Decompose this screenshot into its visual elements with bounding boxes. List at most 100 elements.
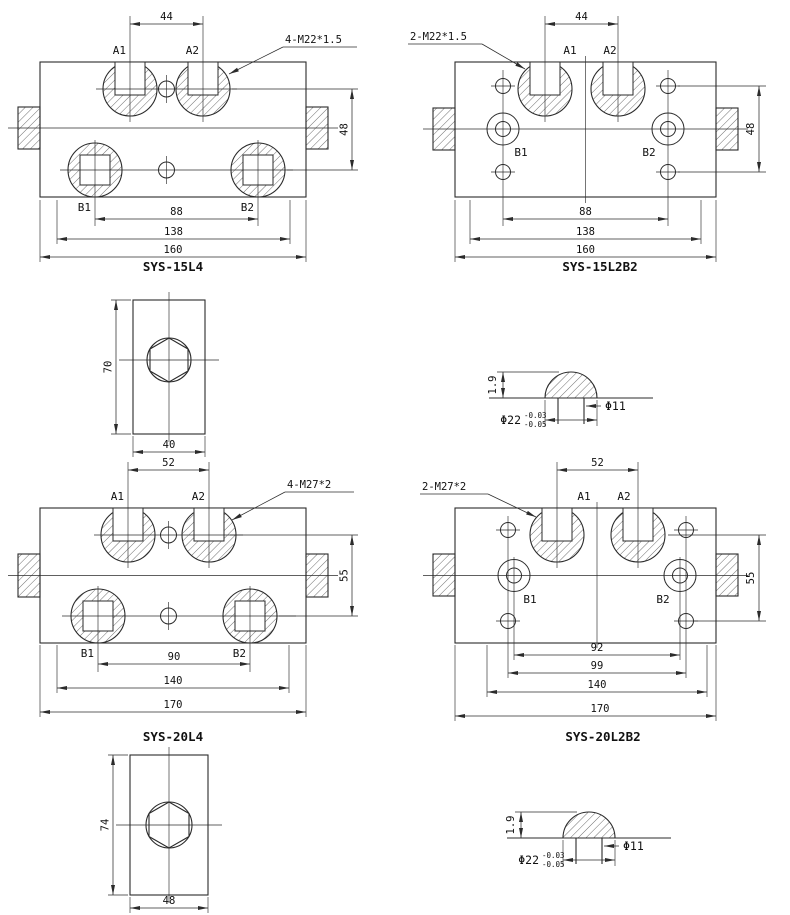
port-a1-label: A1	[111, 490, 124, 503]
dim-row-spacing: 48	[232, 88, 358, 171]
dim-value: 90	[168, 651, 181, 663]
plug-detail-15: Φ22 -0.03 -0.05 Φ11 1.9	[487, 371, 653, 429]
tolerance-upper: -0.03	[524, 411, 547, 420]
dim-value: 138	[576, 226, 595, 238]
port-a2-label: A2	[603, 44, 616, 57]
dim-mount: 138	[56, 200, 291, 244]
dim-value: 99	[591, 660, 604, 672]
dim-value: 138	[164, 226, 183, 238]
thread-callout: 2-M22*1.5	[408, 31, 526, 70]
dim-width: 48	[129, 895, 209, 913]
dim-b-spacing: 88	[503, 206, 668, 221]
dia-outer-label: Φ22	[500, 413, 521, 427]
dim-row-spacing: 55	[230, 534, 358, 617]
dim-value: 74	[100, 819, 112, 832]
dim-mount: 140	[486, 645, 708, 697]
thread-spec-label: 4-M27*2	[287, 479, 331, 491]
centerlines	[423, 462, 748, 678]
dim-value: 48	[163, 895, 176, 907]
dim-value: 1.9	[487, 376, 499, 395]
dim-value: 55	[745, 572, 757, 585]
thread-spec-label: 2-M27*2	[422, 481, 466, 493]
dim-protrusion: 1.9	[487, 371, 559, 398]
leader-line	[231, 491, 286, 521]
thread-callout: 4-M22*1.5	[228, 34, 357, 75]
dim-dia-inner: Φ11	[604, 839, 644, 853]
hex-socket	[149, 337, 189, 383]
drawing-sys-20l4: 52 4-M27*2 55 A1 A2 B1 B2 90 140	[8, 457, 358, 744]
port-b2-label: B2	[241, 201, 254, 214]
thread-spec-label: 4-M22*1.5	[285, 34, 342, 46]
drawing-title: SYS-15L4	[143, 259, 203, 274]
port-b2-label: B2	[233, 647, 246, 660]
drawing-title: SYS-15L2B2	[562, 259, 637, 274]
side-plug-left	[432, 553, 456, 597]
dim-b2-spacing: 99	[508, 660, 686, 675]
dim-dia-outer: Φ22 -0.03 -0.05	[500, 400, 598, 429]
drawing-sys-15l4: 44 4-M22*1.5 48 A1 A2 B1 B2 88 138	[8, 11, 358, 274]
dim-port-spacing: 44	[545, 11, 618, 26]
side-plug-right	[715, 553, 739, 597]
leader-line	[481, 43, 526, 70]
dim-dia-outer: Φ22 -0.03 -0.05	[518, 840, 616, 869]
dim-value: 48	[339, 123, 351, 136]
dim-value: 88	[579, 206, 592, 218]
dim-width: 160	[454, 200, 717, 262]
thread-spec-label: 2-M22*1.5	[410, 31, 467, 43]
dim-value: 48	[745, 123, 757, 136]
drawing-sys-20l2b2: 52 2-M27*2 55 A1 A2 B1 B2 92 99	[420, 457, 766, 744]
centerlines	[423, 16, 748, 226]
dim-value: 52	[591, 457, 604, 469]
leader-line	[228, 46, 284, 75]
dim-mount: 138	[469, 200, 702, 244]
dim-value: 170	[591, 703, 610, 715]
port-a1-label: A1	[563, 44, 576, 57]
centerlines	[8, 16, 338, 226]
drawing-title: SYS-20L4	[143, 729, 203, 744]
dim-value: 40	[163, 439, 176, 451]
dim-width: 40	[132, 436, 206, 457]
dim-b-spacing: 92	[514, 642, 680, 657]
dim-width: 170	[454, 645, 717, 721]
dim-value: 92	[591, 642, 604, 654]
dim-value: 160	[164, 244, 183, 256]
tolerance-lower: -0.05	[524, 420, 547, 429]
dim-port-spacing: 52	[557, 457, 638, 472]
dim-value: 44	[575, 11, 588, 23]
hex-socket	[148, 801, 190, 849]
dim-mount: 140	[56, 645, 290, 693]
plug-dome	[562, 811, 616, 839]
dim-height: 74	[100, 754, 128, 896]
port-a1-label: A1	[113, 44, 126, 57]
drawing-title: SYS-20L2B2	[565, 729, 640, 744]
dim-value: 44	[160, 11, 173, 23]
thread-callout: 4-M27*2	[231, 479, 354, 521]
dim-width: 170	[39, 645, 307, 717]
port-a2-label: A2	[617, 490, 630, 503]
dim-value: 140	[164, 675, 183, 687]
dia-outer-label: Φ22	[518, 853, 539, 867]
dim-value: 88	[170, 206, 183, 218]
side-view-15: 70 40	[103, 292, 219, 457]
dim-height: 70	[103, 299, 131, 435]
dim-b-spacing: 88	[95, 206, 258, 221]
dim-value: 55	[339, 569, 351, 582]
dim-value: 1.9	[505, 816, 517, 835]
leader-line	[487, 493, 537, 518]
plug-detail-20: Φ22 -0.03 -0.05 Φ11 1.9	[505, 811, 671, 869]
dim-row-spacing: 55	[668, 534, 766, 622]
dim-value: 70	[103, 361, 115, 374]
dim-value: 52	[162, 457, 175, 469]
centerlines	[8, 462, 338, 672]
dim-width: 160	[39, 200, 307, 262]
port-a2-label: A2	[186, 44, 199, 57]
port-b1-label: B1	[81, 647, 94, 660]
dim-b-spacing: 90	[98, 651, 250, 666]
dim-value: 170	[164, 699, 183, 711]
port-b1-label: B1	[78, 201, 91, 214]
dia-inner-label: Φ11	[623, 839, 644, 853]
side-view-20: 74 48	[100, 747, 222, 913]
port-b2-label: B2	[642, 146, 655, 159]
